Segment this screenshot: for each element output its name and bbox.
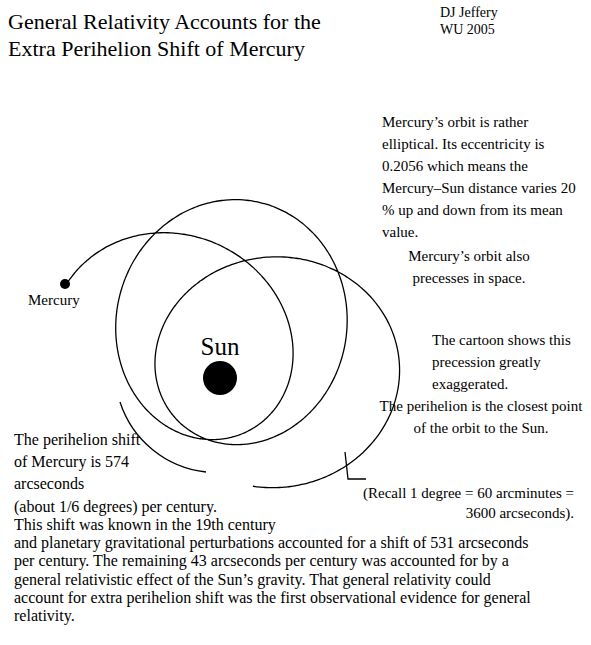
note-text: (Recall 1 degree = 60 arcminutes = 3600 … xyxy=(362,483,574,523)
node-label: Mercury xyxy=(28,291,109,309)
note-text: (about 1/6 degrees) per century. xyxy=(14,498,334,516)
diagram-title: General Relativity Accounts for the Extr… xyxy=(8,8,328,62)
mercury-circle xyxy=(60,279,70,289)
note-text: The cartoon shows this precession greatl… xyxy=(432,329,578,395)
note-text: Mercury’s orbit is rather elliptical. It… xyxy=(382,111,578,243)
node-label: Sun xyxy=(185,333,255,361)
note-text: This shift was known in the 19th century xyxy=(14,516,434,534)
sun-circle xyxy=(203,361,237,395)
note-text: The perihelion shift of Mercury is 574 a… xyxy=(14,429,144,495)
note-text: and planetary gravitational perturbation… xyxy=(14,534,534,625)
planet-dot: Mercury xyxy=(25,279,109,319)
shift-bracket xyxy=(345,452,366,479)
sun-disc: Sun xyxy=(185,333,255,397)
note-text: The perihelion is the closest point of t… xyxy=(378,395,584,439)
note-text: DJ Jeffery WU 2005 xyxy=(440,4,520,38)
note-text: Mercury’s orbit also precesses in space. xyxy=(400,245,538,289)
